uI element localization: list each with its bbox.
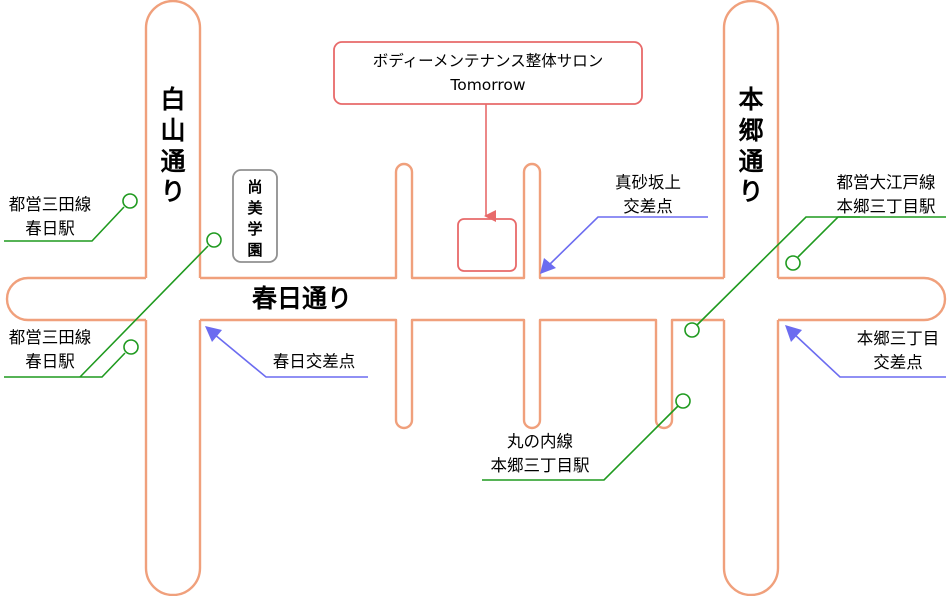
road-kasuga-top xyxy=(5,276,146,322)
salon-name: ボディーメンテナンス整体サロン xyxy=(373,51,604,70)
svg-text:本郷三丁目駅: 本郷三丁目駅 xyxy=(837,197,936,216)
svg-text:美: 美 xyxy=(247,199,263,217)
intersection-masago: 真砂坂上 交差点 xyxy=(540,173,708,274)
svg-text:都営三田線: 都営三田線 xyxy=(9,328,92,347)
salon-location-marker xyxy=(457,218,517,272)
svg-text:郷: 郷 xyxy=(738,116,763,145)
road-name-hongo: 本 郷 通 り xyxy=(738,85,763,206)
svg-text:尚: 尚 xyxy=(247,178,262,196)
station-mita-lower: 都営三田線 春日駅 xyxy=(4,232,222,378)
road-hongo-upper xyxy=(722,0,780,278)
road-kasuga-right-end xyxy=(778,276,947,322)
school-box xyxy=(232,169,278,263)
svg-text:本郷三丁目: 本郷三丁目 xyxy=(857,329,940,348)
svg-text:春日交差点: 春日交差点 xyxy=(273,352,356,371)
svg-text:学: 学 xyxy=(247,220,262,238)
svg-text:本: 本 xyxy=(738,85,763,114)
salon-label-box xyxy=(333,41,643,105)
road-kasuga-bottom-mid xyxy=(200,318,724,430)
svg-text:り: り xyxy=(738,177,763,206)
svg-text:都営大江戸線: 都営大江戸線 xyxy=(837,173,936,192)
road-hongo-lower xyxy=(722,320,780,596)
intersection-hongo: 本郷三丁目 交差点 xyxy=(785,325,946,378)
svg-text:本郷三丁目駅: 本郷三丁目駅 xyxy=(491,456,590,475)
svg-text:通: 通 xyxy=(160,147,185,176)
svg-text:交差点: 交差点 xyxy=(873,353,923,372)
station-marunouchi: 丸の内線 本郷三丁目駅 xyxy=(482,393,691,481)
station-mita-upper: 都営三田線 春日駅 xyxy=(4,193,138,242)
road-kasuga-top-mid xyxy=(200,162,724,280)
svg-text:園: 園 xyxy=(247,241,262,259)
svg-text:春日駅: 春日駅 xyxy=(25,219,75,238)
salon-sub: Tomorrow xyxy=(449,76,526,94)
road-hakusan-upper xyxy=(144,0,202,278)
intersection-kasuga: 春日交差点 xyxy=(205,326,368,378)
svg-text:り: り xyxy=(160,177,185,206)
station-oedo: 都営大江戸線 本郷三丁目駅 xyxy=(684,173,946,338)
svg-text:白: 白 xyxy=(160,85,185,114)
svg-text:通: 通 xyxy=(738,147,763,176)
svg-text:都営三田線: 都営三田線 xyxy=(9,195,92,214)
road-name-kasuga: 春日通り xyxy=(252,284,352,313)
svg-text:春日駅: 春日駅 xyxy=(25,352,75,371)
svg-text:真砂坂上: 真砂坂上 xyxy=(615,173,681,192)
svg-text:交差点: 交差点 xyxy=(623,197,673,216)
road-name-hakusan: 白 山 通 り xyxy=(160,85,185,206)
svg-text:山: 山 xyxy=(160,116,185,145)
school-name: 尚 美 学 園 xyxy=(247,178,263,259)
svg-text:丸の内線: 丸の内線 xyxy=(507,432,573,451)
road-hakusan-lower xyxy=(144,320,202,596)
